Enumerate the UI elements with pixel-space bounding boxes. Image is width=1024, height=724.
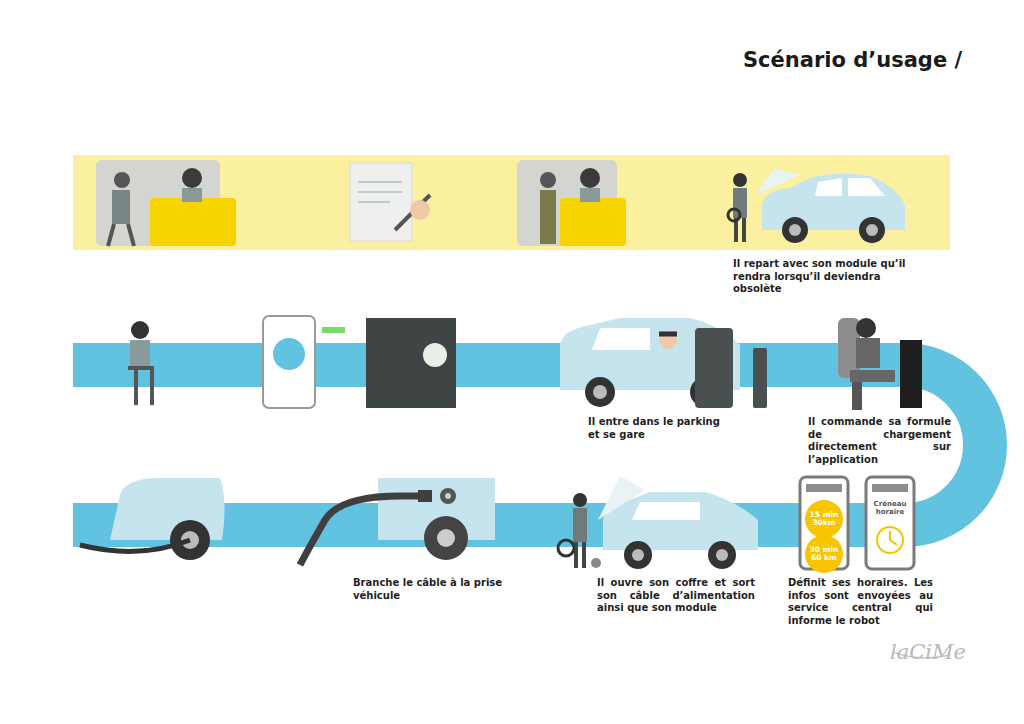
option-circle: 30 min 60 km [805,535,843,573]
caption: Il ouvre son coffre et sort son câble d’… [597,577,755,615]
title: Scénario d’usage / [743,48,962,72]
node-text-group: 30 min 60 km [808,546,840,563]
caption: Il entre dans le parking et se gare [588,416,723,441]
node-text: Créneau horaire [872,500,908,516]
node-text-group: 15 min 30km [808,511,840,528]
node-text: 30 min 60 km [808,546,840,563]
node-text-group: Créneau horaire [872,500,908,516]
screen-label: Créneau horaire [870,496,910,520]
caption: Branche le câble à la prise véhicule [353,577,503,602]
option-circle: 15 min 30km [805,500,843,538]
logo-mark: laCiMe [890,640,970,664]
caption: Il commande sa formule de chargement dir… [808,416,951,466]
caption: Définit ses horaires. Les infos sont env… [788,577,933,627]
caption: Il repart avec son module qu’il rendra l… [733,258,923,296]
node-text: 15 min 30km [808,511,840,528]
